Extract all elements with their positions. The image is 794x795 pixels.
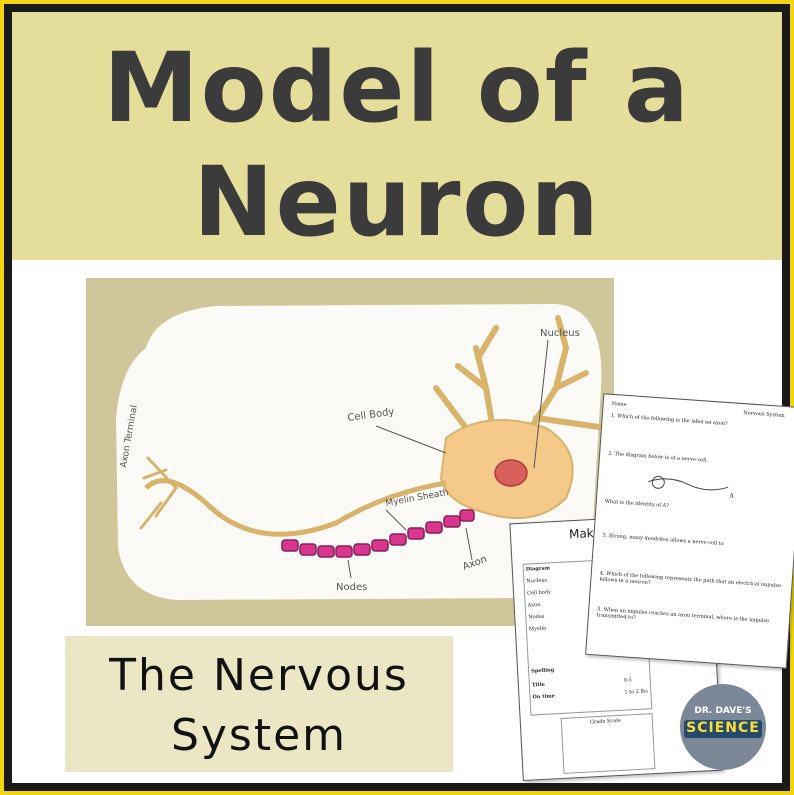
rubric-row: Nodes — [528, 613, 545, 621]
rubric-row: On time — [532, 693, 556, 701]
question-2: 2. The diagram below is of a nerve cell. — [607, 450, 709, 464]
title-line-1: Model of a — [103, 32, 691, 144]
diagram-point-a: A — [728, 492, 734, 499]
rubric-row: Title — [531, 681, 546, 689]
neuron-model-photo: Cell Body Nucleus Myelin Sheath Nodes Ax… — [86, 278, 614, 626]
cover-panel: Model of a Neuron — [12, 12, 794, 783]
question-4: 4. Which of the following represents the… — [599, 570, 782, 590]
subtitle-line-1: The Nervous — [109, 650, 409, 701]
rubric-row: Nucleus — [526, 577, 548, 585]
worksheet-questions: Name Nervous System 1. Which of the foll… — [585, 393, 794, 669]
mini-neuron-diagram: A — [648, 475, 735, 500]
logo-top-text: DR. DAVE'S — [694, 706, 752, 716]
rubric-row: Myelin — [528, 625, 547, 633]
brand-logo: DR. DAVE'S SCIENCE — [680, 684, 766, 770]
worksheet-header: Nervous System — [743, 410, 785, 419]
score-cell: 1 to 2 lbs — [624, 688, 649, 696]
rubric-row: Axon — [527, 601, 541, 609]
subtitle-line-2: System — [170, 710, 348, 761]
rubric-heading: Mak — [568, 526, 595, 542]
name-label: Name — [611, 400, 627, 408]
rubric-row: Spelling — [531, 667, 555, 675]
title-line-2: Neuron — [193, 146, 601, 258]
question-5: 5. When an impulse reaches an axon termi… — [596, 606, 770, 625]
question-1: 1. Which of the following is the label o… — [610, 412, 728, 428]
neuron-drawing: Cell Body Nucleus Myelin Sheath Nodes Ax… — [86, 278, 614, 626]
label-nodes: Nodes — [336, 582, 367, 593]
question-3: 3. Strong, many dendrites allows a nerve… — [602, 532, 724, 548]
rubric-row: Diagram — [525, 565, 551, 573]
title-band: Model of a Neuron — [12, 12, 782, 260]
logo-main-text: SCIENCE — [684, 720, 762, 738]
grade-scale-box: Grade Scale — [560, 713, 656, 774]
rubric-row: Cell body — [526, 589, 552, 597]
subtitle-box: The Nervous System — [65, 636, 453, 772]
grade-scale-title: Grade Scale — [589, 717, 621, 726]
score-cell: 0-5 — [623, 677, 632, 684]
label-nucleus: Nucleus — [540, 328, 580, 339]
